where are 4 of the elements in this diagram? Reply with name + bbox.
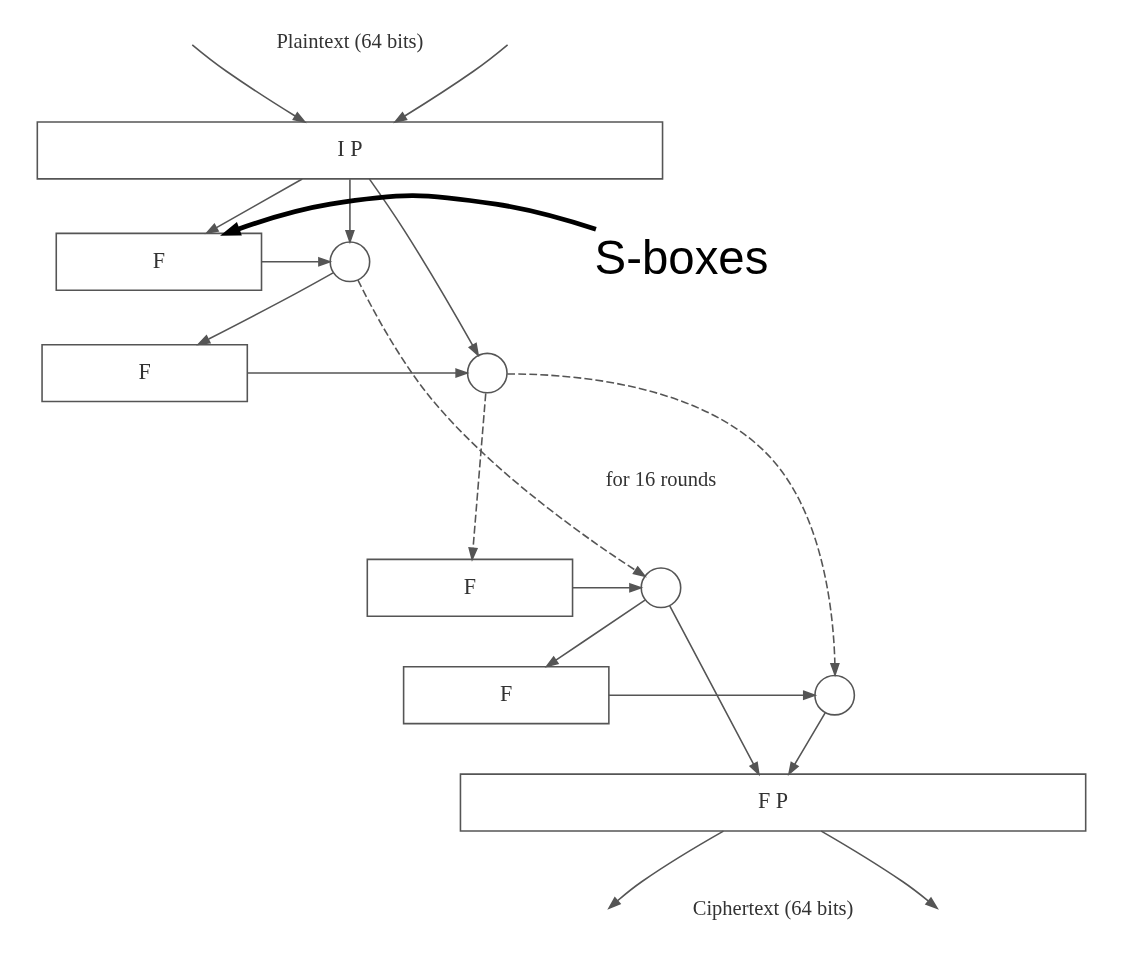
label: for 16 rounds [605, 467, 717, 490]
label: Plaintext (64 bits) [276, 30, 424, 53]
label: Ciphertext (64 bits) [692, 897, 854, 920]
node-text: S-boxes [594, 230, 769, 284]
